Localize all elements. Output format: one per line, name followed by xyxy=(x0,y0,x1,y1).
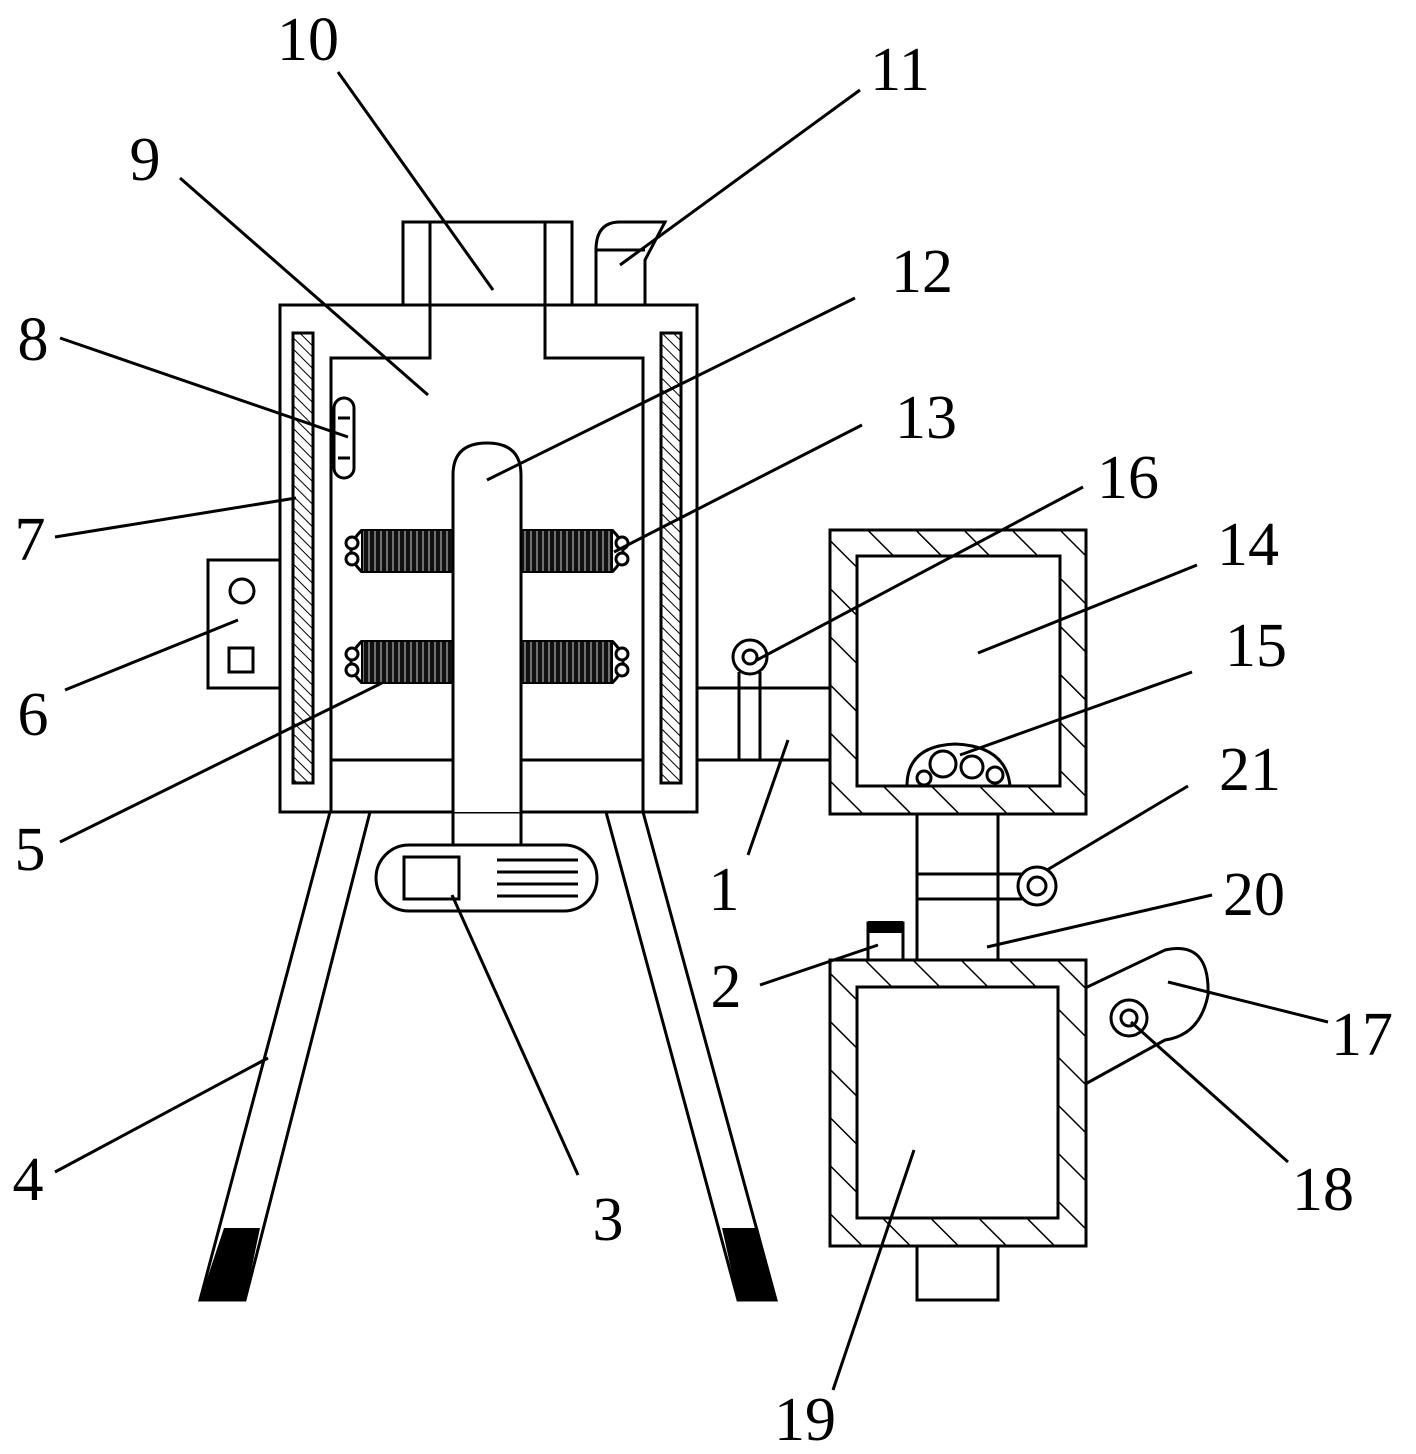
label-1: 1 xyxy=(709,856,740,924)
label-8: 8 xyxy=(18,306,49,374)
labels: 10 11 9 12 8 13 16 7 14 15 6 21 5 1 20 2… xyxy=(13,6,1394,1454)
label-4: 4 xyxy=(13,1146,44,1214)
vertical-pipe xyxy=(915,814,1058,960)
label-20: 20 xyxy=(1223,861,1285,929)
label-19: 19 xyxy=(774,1386,836,1454)
stirring-coils xyxy=(344,528,630,685)
control-box xyxy=(206,558,282,690)
small-inlet xyxy=(866,921,905,965)
leader-lines xyxy=(54,71,1329,1391)
label-7: 7 xyxy=(15,506,46,574)
label-6: 6 xyxy=(18,681,49,749)
label-17: 17 xyxy=(1331,1001,1393,1069)
label-11: 11 xyxy=(870,36,930,104)
label-13: 13 xyxy=(895,384,957,452)
label-18: 18 xyxy=(1292,1156,1354,1224)
label-12: 12 xyxy=(891,238,953,306)
label-15: 15 xyxy=(1225,612,1287,680)
right-leg xyxy=(604,810,778,1302)
label-5: 5 xyxy=(15,816,46,884)
lower-tank xyxy=(828,958,1088,1302)
label-2: 2 xyxy=(711,953,742,1021)
outlet-pipe xyxy=(594,220,668,305)
left-leg xyxy=(198,810,372,1302)
label-14: 14 xyxy=(1217,511,1279,579)
main-tank xyxy=(278,220,699,814)
label-16: 16 xyxy=(1097,444,1159,512)
upper-tank xyxy=(828,528,1088,816)
label-21: 21 xyxy=(1219,736,1281,804)
label-10: 10 xyxy=(277,6,339,74)
motor xyxy=(374,812,599,913)
label-3: 3 xyxy=(593,1186,624,1254)
connecting-pipe xyxy=(697,638,830,762)
label-9: 9 xyxy=(130,126,161,194)
